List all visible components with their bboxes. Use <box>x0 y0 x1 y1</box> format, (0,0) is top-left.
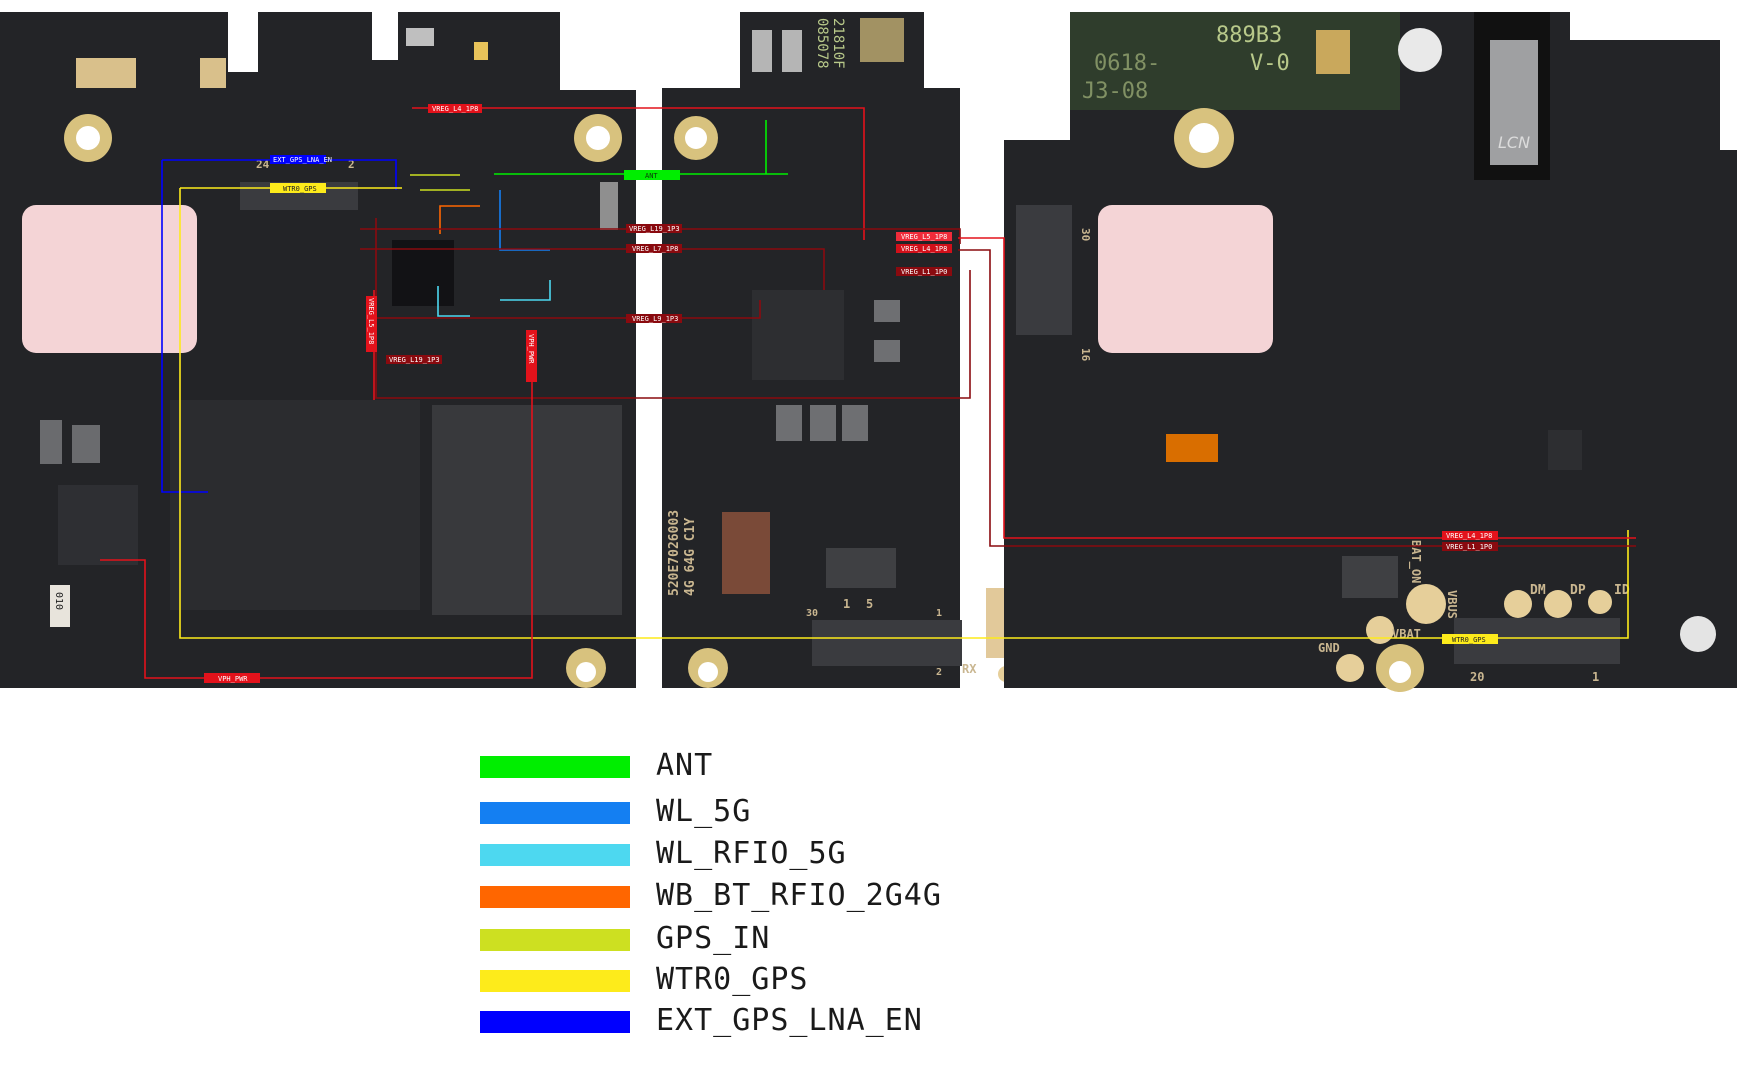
board-to-board-connector-30pin <box>812 620 962 666</box>
tag-vph-pwr-vertical: VPH_PWR <box>527 334 535 364</box>
pad-label-vbus: VBUS <box>1445 590 1459 619</box>
trace-vreg-l4-top <box>412 107 865 240</box>
cert-rating: V-0 <box>1250 51 1290 76</box>
legend-swatch-ant <box>480 756 630 778</box>
legend-label-wtr0-gps: WTR0_GPS <box>656 962 809 997</box>
pin-label-24: 24 <box>256 158 270 171</box>
pad-label-vbat: VBAT <box>1392 627 1421 641</box>
trace-vreg-l9 <box>370 300 761 319</box>
legend-item-ant: ANT <box>480 748 1080 788</box>
battery-connector <box>1342 556 1398 598</box>
tag-vreg-l5-1p8-mid: VREG_L5_1P8 <box>901 233 947 241</box>
legend-swatch-gps-in <box>480 929 630 951</box>
resistor-code: 010 <box>53 592 64 610</box>
pmic-chip <box>58 485 138 565</box>
pad-label-gnd: GND <box>1318 641 1340 655</box>
tag-vreg-l5-1p8-left: VREG_L5_1P8 <box>367 298 375 344</box>
shield-label: LCN <box>1498 133 1530 152</box>
legend-item-gps-in: GPS_IN <box>480 921 1080 961</box>
tag-vreg-l7-1p8: VREG_L7_1P8 <box>632 245 678 253</box>
pad-label-dm: DM <box>1530 583 1546 598</box>
trace-ext-gps-lna-en <box>161 159 397 493</box>
legend-label-ext-gps-lna-en: EXT_GPS_LNA_EN <box>656 1003 923 1038</box>
tag-vreg-l4-1p8-mid: VREG_L4_1P8 <box>901 245 947 253</box>
legend-swatch-wl-rfio-5g <box>480 844 630 866</box>
pin-label-5: 5 <box>866 597 873 611</box>
tag-vreg-l19-1p3-b: VREG_L19_1P3 <box>389 356 440 364</box>
tag-vph-pwr-bottom: VPH_PWR <box>218 675 248 683</box>
tag-wtr0-gps-left: WTR0_GPS <box>283 185 317 193</box>
trace-vreg-mid-right <box>958 237 1636 539</box>
trace-vreg-l1 <box>958 249 1636 547</box>
legend-item-wl-5g: WL_5G <box>480 794 1080 834</box>
signal-traces <box>100 107 1636 679</box>
legend-item-ext-gps-lna-en: EXT_GPS_LNA_EN <box>480 1003 1080 1043</box>
legend-swatch-wb-bt-rfio-2g4g <box>480 886 630 908</box>
pin-label-1r: 1 <box>1592 670 1599 684</box>
part-number-line-1: 520E7026003 <box>667 510 682 596</box>
pad-label-bat-on: BAT_ON <box>1408 540 1423 583</box>
tag-vreg-l4-1p8-right: VREG_L4_1P8 <box>1446 532 1492 540</box>
crystal <box>1316 30 1350 74</box>
pin-label-1b: 1 <box>936 608 942 619</box>
legend-item-wtr0-gps: WTR0_GPS <box>480 962 1080 1002</box>
board-to-board-connector-5pin <box>826 548 896 588</box>
right-board: 30 16 LCN 889B3 V-0 0618- J3-08 20 1 GND… <box>1004 12 1737 692</box>
rf-transceiver-chip <box>752 290 844 380</box>
legend-swatch-wtr0-gps <box>480 970 630 992</box>
net-tags: EXT_GPS_LNA_EN WTR0_GPS ANT VREG_L4_1P8 … <box>204 104 1498 683</box>
lot-code: J3-08 <box>1082 79 1148 104</box>
serial-line-1: 21810F <box>830 18 846 69</box>
tag-wtr0-gps-right: WTR0_GPS <box>1452 636 1486 644</box>
tag-ext-gps-lna-en: EXT_GPS_LNA_EN <box>273 156 332 164</box>
tag-vreg-l19-1p3-a: VREG_L19_1P3 <box>629 225 680 233</box>
part-number-line-2: 4G 64G C1Y <box>683 518 698 596</box>
tag-vreg-l1-1p0-right: VREG_L1_1P0 <box>1446 543 1492 551</box>
memory-chip <box>432 405 622 615</box>
trace-vph-pwr <box>100 330 533 679</box>
pin-label-16: 16 <box>1079 348 1092 362</box>
trace-vreg-l7 <box>360 248 825 290</box>
pin-label-2: 2 <box>348 158 355 171</box>
pad-label-id: ID <box>1614 583 1630 598</box>
legend-label-wb-bt-rfio-2g4g: WB_BT_RFIO_2G4G <box>656 878 942 913</box>
pin-label-30r: 30 <box>1079 228 1092 241</box>
legend-item-wb-bt-rfio-2g4g: WB_BT_RFIO_2G4G <box>480 878 1080 918</box>
trace-wl-5g <box>499 190 550 251</box>
pin-label-2: 2 <box>936 667 942 678</box>
legend-label-ant: ANT <box>656 748 714 783</box>
date-code: 0618- <box>1094 51 1160 76</box>
cutout-window-right <box>1098 205 1273 353</box>
pin-label-30: 30 <box>806 608 818 619</box>
left-board: 24 2 010 <box>0 12 636 688</box>
legend-swatch-wl-5g <box>480 802 630 824</box>
pad-label-dp: DP <box>1570 583 1586 598</box>
cert-code: 889B3 <box>1216 23 1282 48</box>
pin-label-20: 20 <box>1470 670 1484 684</box>
tag-ant: ANT <box>645 172 658 180</box>
cutout-window <box>22 205 197 353</box>
pin-label-1: 1 <box>843 597 850 611</box>
tag-vreg-l4-1p8-top: VREG_L4_1P8 <box>432 105 478 113</box>
soc-chip <box>170 400 420 610</box>
tag-vreg-l1-1p0-mid: VREG_L1_1P0 <box>901 268 947 276</box>
trace-wl-rfio-5g <box>437 280 551 317</box>
connector-30pin-vertical <box>1016 205 1072 335</box>
pcb-board-diagram: 24 2 010 21810F 085078 520E7026003 4G 64… <box>0 12 1737 692</box>
fpc-connector <box>722 512 770 594</box>
legend-swatch-ext-gps-lna-en <box>480 1011 630 1033</box>
serial-line-2: 085078 <box>814 18 830 69</box>
legend-label-gps-in: GPS_IN <box>656 921 771 956</box>
lcn-shield <box>1490 40 1538 165</box>
legend-item-wl-rfio-5g: WL_RFIO_5G <box>480 836 1080 876</box>
wcn-chip <box>392 240 454 306</box>
datamatrix-code <box>860 18 904 62</box>
trace-wb-bt-rfio <box>439 205 480 234</box>
tag-vreg-l9-1p3: VREG_L9_1P3 <box>632 315 678 323</box>
pad-label-rx: RX <box>962 662 977 676</box>
legend-label-wl-rfio-5g: WL_RFIO_5G <box>656 836 847 871</box>
trace-gps-in <box>410 174 470 191</box>
legend-label-wl-5g: WL_5G <box>656 794 752 829</box>
trace-vreg-l19 <box>360 228 961 244</box>
